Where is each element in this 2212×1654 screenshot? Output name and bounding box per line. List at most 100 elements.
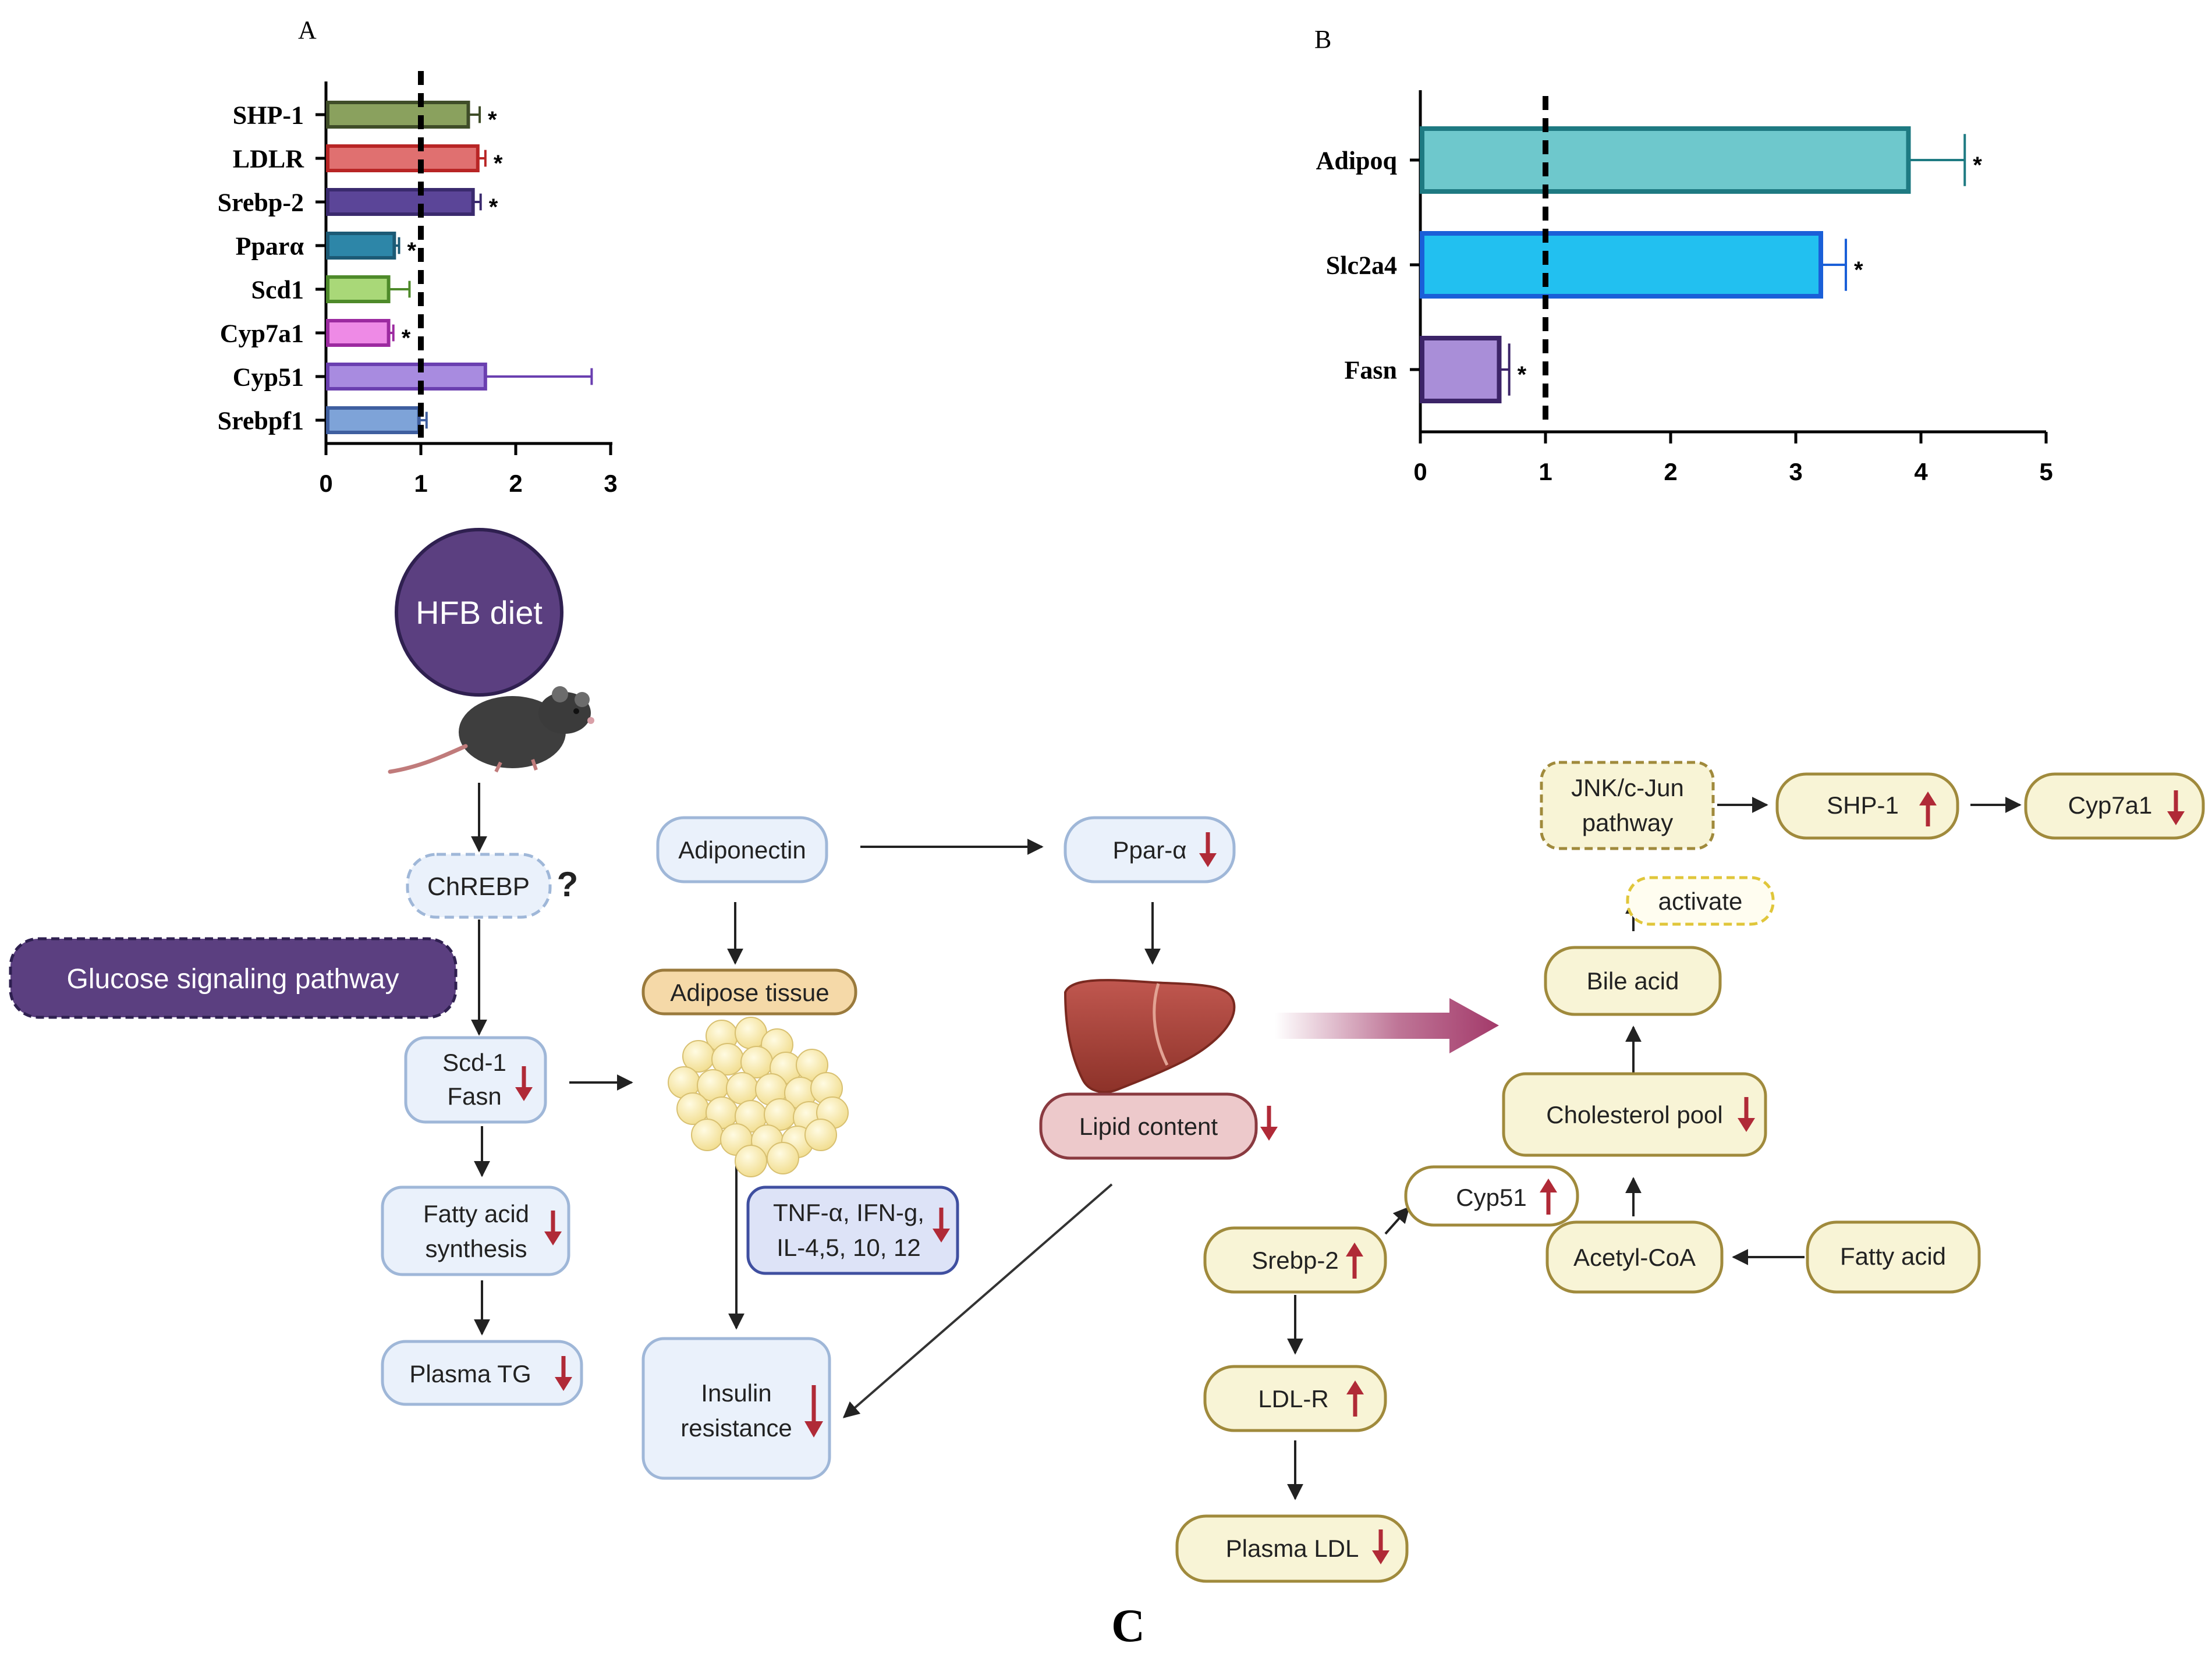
down-arrow-icon <box>2167 790 2185 825</box>
bar-group: Scd1 <box>251 275 411 304</box>
cyp51-node: Cyp51 <box>1404 1165 1579 1227</box>
down-arrow-icon <box>544 1211 562 1245</box>
acetyl-coa-node: Acetyl-CoA <box>1545 1220 1724 1294</box>
adipose-tissue-label: Adipose tissue <box>670 979 829 1006</box>
fasn-label: Fasn <box>447 1082 501 1110</box>
bar-group: Cyp7a1* <box>220 319 411 351</box>
down-arrow-icon <box>515 1066 533 1101</box>
significance-marker: * <box>1854 257 1863 283</box>
x-tick-label: 2 <box>1664 458 1677 485</box>
jnk-pathway-node: JNK/c-Jun pathway <box>1540 761 1715 850</box>
x-tick-label: 1 <box>414 470 427 497</box>
chrebp-node: ChREBP ? <box>406 853 579 919</box>
plasma-ldl-label: Plasma LDL <box>1226 1535 1359 1562</box>
x-tick-label: 3 <box>1789 458 1802 485</box>
shp1-node: SHP-1 <box>1775 772 1959 840</box>
cyp7a1-node: Cyp7a1 <box>2024 772 2205 840</box>
hfb-diet-node: HFB diet <box>395 528 563 697</box>
plasma-tg-label: Plasma TG <box>409 1360 531 1387</box>
adiponectin-label: Adiponectin <box>678 836 806 864</box>
ldlr-node: LDL-R <box>1203 1365 1387 1432</box>
srebp2-label: Srebp-2 <box>1252 1247 1338 1274</box>
activate-node: activate <box>1626 876 1775 926</box>
question-mark: ? <box>557 865 579 904</box>
cyp7a1-label: Cyp7a1 <box>2068 791 2153 819</box>
bar <box>1420 336 1502 403</box>
shp1-label: SHP-1 <box>1827 791 1899 819</box>
panel-c-letter: C <box>1111 1600 1145 1651</box>
adipocyte <box>691 1119 724 1151</box>
panel-b-letter: B <box>1314 25 1331 54</box>
down-arrow-icon <box>1260 1106 1278 1141</box>
big-arrow <box>1275 998 1499 1053</box>
adiponectin-node: Adiponectin <box>656 816 828 883</box>
bar <box>326 275 391 303</box>
down-arrow-icon <box>555 1356 572 1391</box>
insulin-label-2: resistance <box>680 1414 792 1442</box>
significance-marker: * <box>494 151 503 176</box>
hfb-diet-label: HFB diet <box>416 594 543 631</box>
lipid-content-node: Lipid content <box>1039 1092 1278 1160</box>
glucose-pathway-label: Glucose signaling pathway <box>66 964 399 995</box>
fatty-acid-synthesis-label-2: synthesis <box>425 1235 527 1262</box>
plasma-tg-node: Plasma TG <box>381 1340 583 1406</box>
category-label: Scd1 <box>251 275 304 304</box>
category-label: Pparα <box>236 232 304 260</box>
up-arrow-icon <box>1919 791 1937 826</box>
bar <box>326 101 470 129</box>
bar-group: Cyp51 <box>233 363 593 391</box>
bar-group: Srebp-2* <box>218 188 498 220</box>
adipose-tissue-node: Adipose tissue <box>641 968 857 1016</box>
significance-marker: * <box>1973 152 1982 178</box>
up-arrow-icon <box>1346 1380 1364 1417</box>
cytokines-label-1: TNF-α, IFN-g, <box>773 1199 924 1226</box>
bar <box>326 188 475 216</box>
panel-b-bars: Adipoq*Slc2a4*Fasn* <box>1316 126 1982 403</box>
adipocytes-icon <box>668 1017 849 1177</box>
adipocyte <box>726 1072 758 1105</box>
panel-a-bars: SHP-1*LDLR*Srebp-2*Pparα*Scd1Cyp7a1*Cyp5… <box>218 101 593 435</box>
bar <box>1420 231 1823 299</box>
chrebp-label: ChREBP <box>427 872 530 901</box>
x-tick-label: 0 <box>319 470 332 497</box>
bar-group: LDLR* <box>233 144 503 176</box>
x-tick-label: 0 <box>1413 458 1427 485</box>
mouse-icon <box>388 686 594 774</box>
category-label: Cyp7a1 <box>220 319 304 347</box>
category-label: Adipoq <box>1316 146 1398 175</box>
x-tick-label: 4 <box>1914 458 1928 485</box>
up-arrow-icon <box>1346 1243 1363 1279</box>
adipocyte <box>796 1049 828 1081</box>
panel-a-letter: A <box>298 16 317 44</box>
plasma-ldl-node: Plasma LDL <box>1175 1514 1409 1583</box>
cholesterol-pool-label: Cholesterol pool <box>1546 1101 1723 1128</box>
fatty-acid-label: Fatty acid <box>1840 1243 1946 1270</box>
adipocyte <box>767 1142 799 1174</box>
significance-marker: * <box>489 194 498 220</box>
down-arrow-icon <box>933 1208 950 1243</box>
down-arrow-icon <box>1738 1097 1755 1132</box>
acetyl-coa-label: Acetyl-CoA <box>1573 1244 1696 1271</box>
insulin-resistance-node: Insulin resistance <box>641 1337 831 1480</box>
activate-label: activate <box>1658 888 1743 915</box>
category-label: Srebpf1 <box>218 406 304 435</box>
category-label: SHP-1 <box>233 101 304 129</box>
bar-group: Pparα* <box>236 232 417 264</box>
bar-group: Fasn* <box>1345 336 1527 403</box>
insulin-label-1: Insulin <box>701 1379 771 1407</box>
bar <box>326 406 421 434</box>
bar <box>326 363 487 391</box>
srebp2-node: Srebp-2 <box>1203 1226 1387 1294</box>
bar <box>326 144 480 172</box>
x-tick-label: 5 <box>2039 458 2053 485</box>
down-arrow-icon <box>1372 1529 1389 1564</box>
bile-acid-node: Bile acid <box>1544 946 1722 1016</box>
cyp51-label: Cyp51 <box>1456 1184 1526 1211</box>
ppar-a-node: Ppar-α <box>1064 816 1236 883</box>
ppar-a-label: Ppar-α <box>1113 836 1187 864</box>
jnk-label-2: pathway <box>1582 809 1673 836</box>
fatty-acid-synthesis-node: Fatty acid synthesis <box>381 1186 570 1276</box>
